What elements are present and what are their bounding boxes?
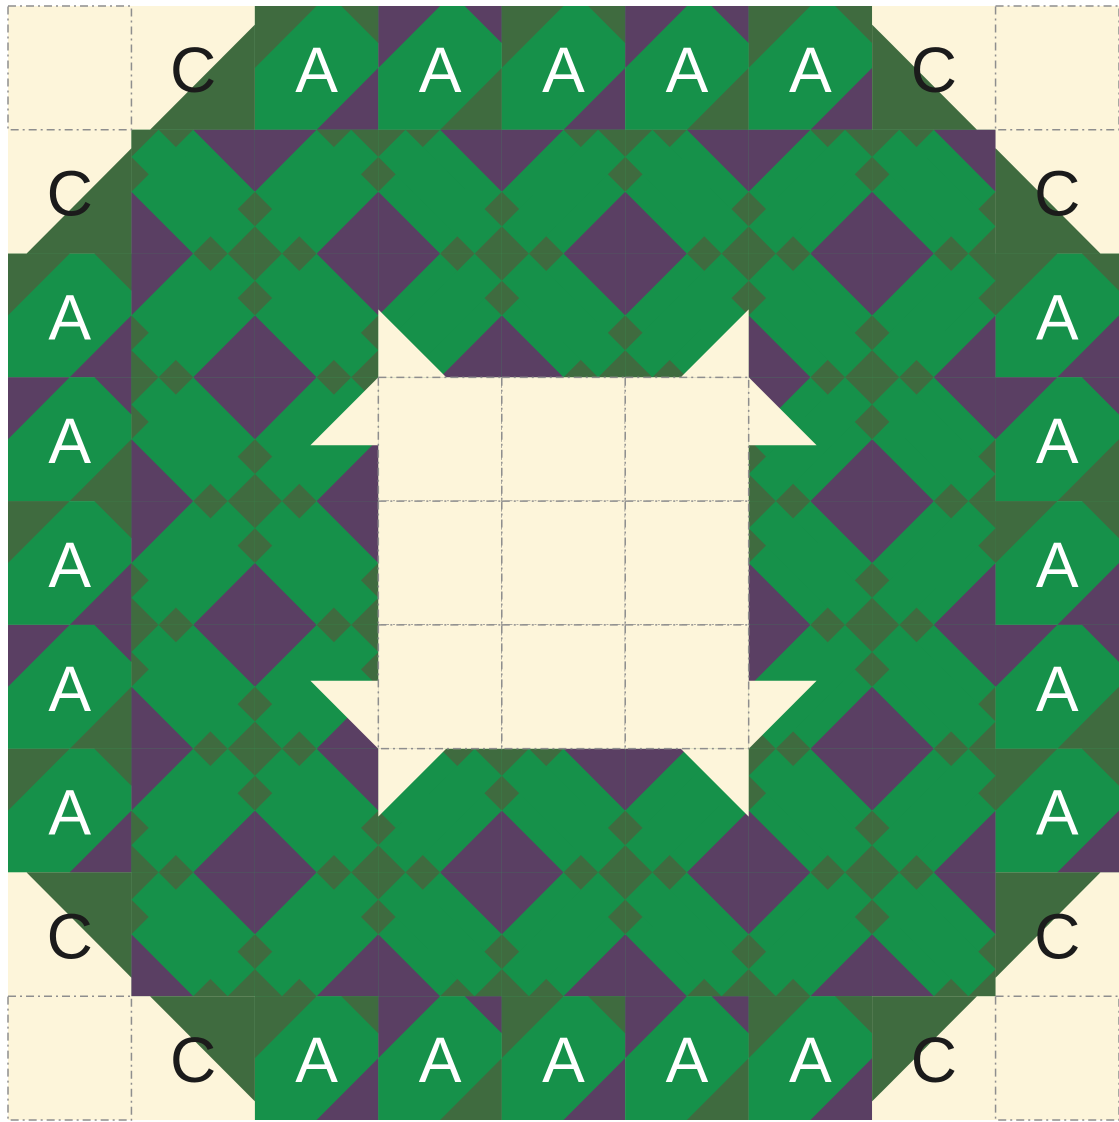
block-label-c: C [911, 1024, 957, 1096]
star-block [131, 377, 255, 501]
star-block [255, 130, 378, 254]
star-block [131, 625, 255, 749]
empty-block [378, 625, 501, 749]
star-block [872, 377, 996, 501]
block-label-a: A [789, 1024, 832, 1096]
star-block [872, 501, 996, 625]
block-label-c: C [47, 158, 93, 230]
star-block [378, 872, 502, 996]
block-label-a: A [295, 34, 338, 106]
block-label-a: A [48, 281, 91, 353]
block-label-a: A [48, 529, 91, 601]
empty-block [625, 625, 748, 749]
block-label-c: C [170, 34, 216, 106]
block-label-a: A [1036, 529, 1079, 601]
empty-block [8, 996, 131, 1120]
empty-block [625, 501, 748, 625]
star-block [749, 749, 872, 873]
block-label-a: A [789, 34, 832, 106]
star-block [872, 625, 996, 749]
block-label-a: A [295, 1024, 338, 1096]
star-block [749, 130, 872, 254]
star-block [625, 130, 749, 254]
star-block [502, 254, 625, 378]
block-label-c: C [170, 1024, 216, 1096]
block-label-a: A [419, 1024, 462, 1096]
star-block [131, 130, 255, 254]
star-block [131, 254, 255, 378]
empty-block [996, 996, 1119, 1120]
star-block [625, 872, 749, 996]
block-label-a: A [48, 405, 91, 477]
block-label-c: C [47, 900, 93, 972]
block-label-a: A [666, 1024, 709, 1096]
star-block [502, 130, 625, 254]
empty-block [8, 6, 131, 130]
star-block [378, 130, 502, 254]
star-block [502, 749, 625, 873]
star-block [255, 254, 378, 378]
block-label-c: C [1034, 900, 1080, 972]
star-block [749, 501, 872, 625]
empty-block [996, 6, 1119, 130]
star-block [872, 130, 996, 254]
star-block [255, 872, 378, 996]
star-block [502, 872, 625, 996]
block-label-a: A [1036, 405, 1079, 477]
block-label-a: A [1036, 281, 1079, 353]
block-label-c: C [1034, 158, 1080, 230]
star-block [872, 872, 996, 996]
empty-block [502, 501, 625, 625]
star-block [131, 749, 255, 873]
star-block [749, 254, 872, 378]
empty-block [378, 377, 501, 501]
block-label-a: A [1036, 777, 1079, 849]
star-block [131, 501, 255, 625]
star-block [872, 749, 996, 873]
block-label-a: A [666, 34, 709, 106]
block-label-a: A [542, 34, 585, 106]
star-block [255, 749, 378, 873]
block-label-a: A [48, 777, 91, 849]
block-label-a: A [1036, 653, 1079, 725]
block-label-a: A [48, 653, 91, 725]
star-block [872, 254, 996, 378]
empty-block [625, 377, 748, 501]
block-label-a: A [542, 1024, 585, 1096]
empty-block [378, 501, 501, 625]
star-block [749, 872, 872, 996]
block-label-c: C [911, 34, 957, 106]
block-label-a: A [419, 34, 462, 106]
empty-block [502, 625, 625, 749]
star-block [131, 872, 255, 996]
empty-block [502, 377, 625, 501]
star-block [255, 501, 378, 625]
